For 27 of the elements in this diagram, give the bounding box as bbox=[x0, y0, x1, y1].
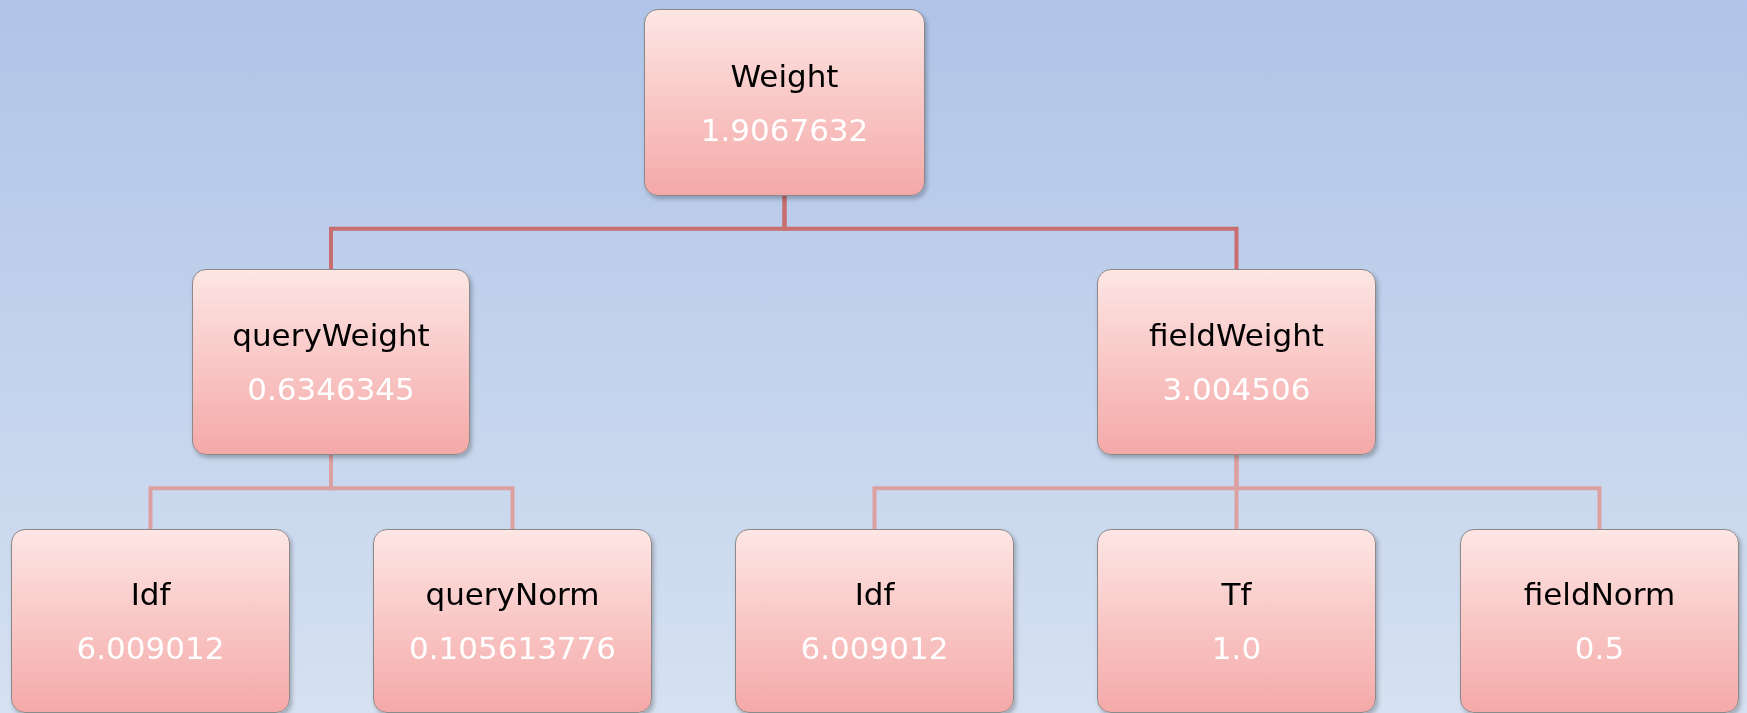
connector-line bbox=[329, 455, 515, 529]
node-title: fieldNorm bbox=[1523, 576, 1676, 612]
node-box bbox=[1097, 529, 1376, 713]
node-box bbox=[735, 529, 1014, 713]
node-title: Idf bbox=[130, 576, 171, 612]
node-value: 1.9067632 bbox=[700, 111, 869, 148]
node-box bbox=[1460, 529, 1739, 713]
node-box bbox=[1097, 269, 1376, 455]
node-title: Tf bbox=[1221, 576, 1252, 612]
node-title: queryWeight bbox=[232, 317, 430, 353]
node-title: queryNorm bbox=[425, 576, 600, 612]
connector-line bbox=[1234, 455, 1602, 529]
node-value: 0.105613776 bbox=[408, 630, 617, 666]
node-value: 0.5 bbox=[1574, 630, 1625, 666]
node-value: 6.009012 bbox=[76, 630, 225, 666]
node-title: Weight bbox=[730, 57, 839, 94]
node-value: 6.009012 bbox=[800, 630, 949, 666]
node-box bbox=[192, 269, 470, 455]
node-box bbox=[11, 529, 290, 713]
node-title: fieldWeight bbox=[1149, 317, 1324, 353]
node-box bbox=[373, 529, 652, 713]
node-box bbox=[644, 9, 925, 196]
connector-line bbox=[782, 196, 1239, 269]
node-value: 1.0 bbox=[1211, 630, 1262, 666]
node-value: 3.004506 bbox=[1162, 371, 1311, 407]
node-value: 0.6346345 bbox=[247, 371, 415, 407]
node-title: Idf bbox=[854, 576, 895, 612]
